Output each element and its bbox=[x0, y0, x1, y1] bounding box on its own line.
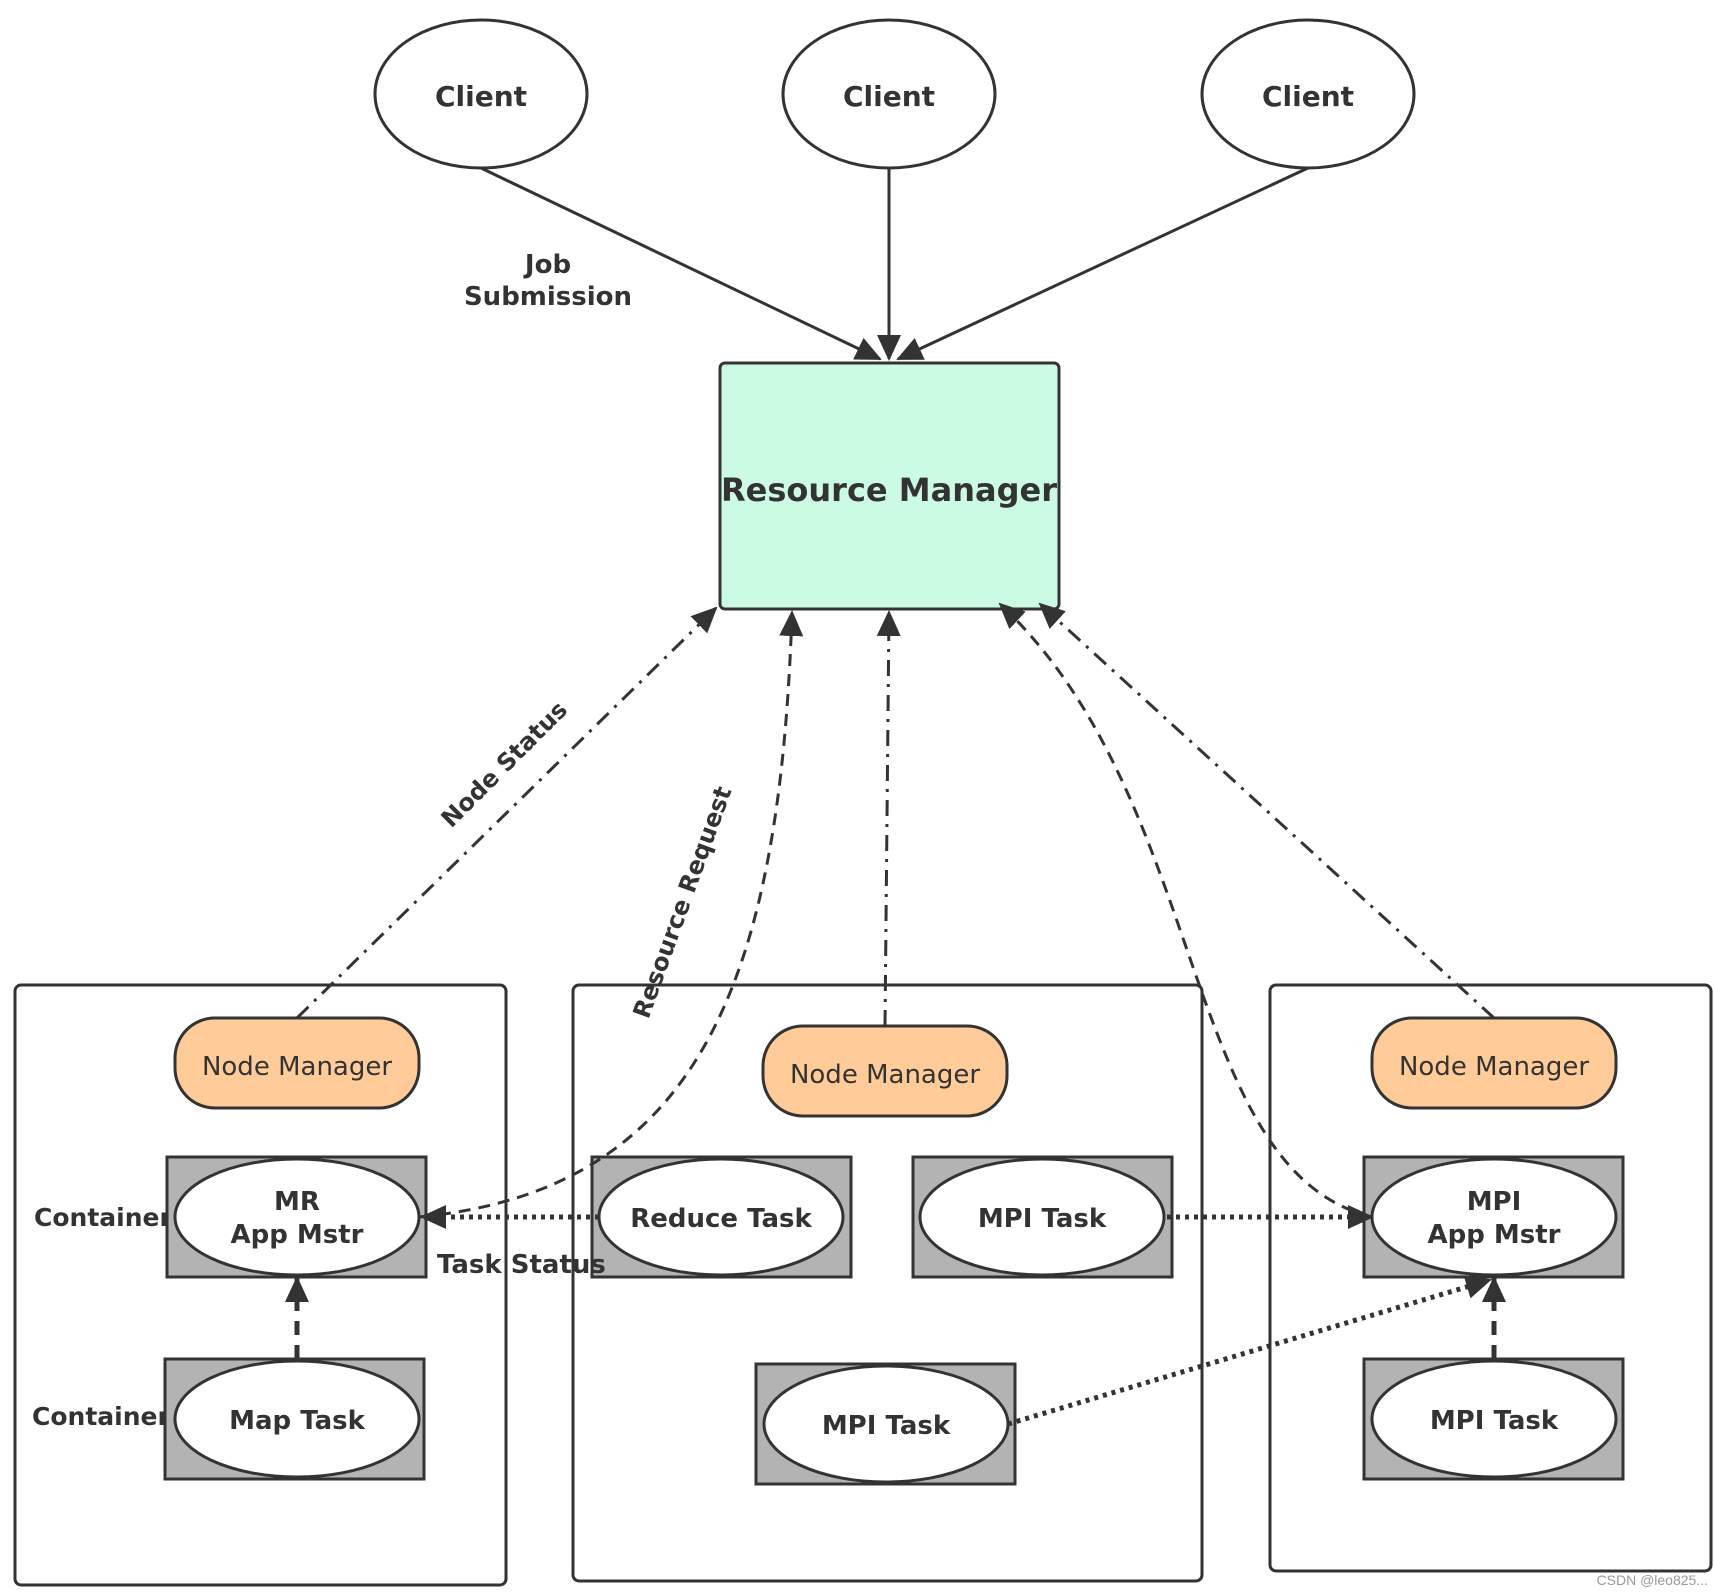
client-1: Client bbox=[373, 18, 589, 170]
mpi-task-1-label: MPI Task bbox=[978, 1204, 1107, 1234]
edge-resource-request bbox=[418, 610, 804, 1219]
client-2-label: Client bbox=[843, 80, 935, 113]
mpi-task-2-label: MPI Task bbox=[822, 1411, 951, 1441]
edge-client1-to-rm bbox=[480, 166, 882, 361]
client-3-label: Client bbox=[1262, 80, 1354, 113]
mr-app-master-container: MR App Mstr bbox=[165, 1155, 428, 1279]
reduce-task-label: Reduce Task bbox=[630, 1204, 812, 1234]
node-status-label: Node Status bbox=[436, 696, 573, 833]
mpi-task-container-2: MPI Task bbox=[754, 1362, 1017, 1486]
edge-node-status-left bbox=[295, 606, 718, 1020]
edge-client3-to-rm bbox=[896, 166, 1309, 361]
container-label-2: Container bbox=[32, 1402, 170, 1431]
mpi-task-container-right: MPI Task bbox=[1362, 1357, 1625, 1481]
container-label-1: Container bbox=[34, 1203, 172, 1232]
mpi-app-master-line1: MPI bbox=[1467, 1187, 1522, 1217]
resource-manager: Resource Manager bbox=[718, 361, 1061, 611]
mr-app-master-line2: App Mstr bbox=[231, 1220, 364, 1250]
edge-resource-request-mpi bbox=[998, 602, 1373, 1219]
edge-node-status-right bbox=[1038, 602, 1496, 1020]
node-manager-middle-label: Node Manager bbox=[790, 1060, 980, 1090]
reduce-task-container: Reduce Task bbox=[590, 1155, 853, 1279]
job-submission-label-line1: Job bbox=[523, 250, 571, 280]
mpi-task-right-label: MPI Task bbox=[1430, 1406, 1559, 1436]
client-2: Client bbox=[781, 18, 997, 170]
mpi-app-master-line2: App Mstr bbox=[1428, 1220, 1561, 1250]
node-manager-left-label: Node Manager bbox=[202, 1052, 392, 1082]
node-manager-right-label: Node Manager bbox=[1399, 1052, 1589, 1082]
client-3: Client bbox=[1200, 18, 1416, 170]
task-status-label: Task Status bbox=[437, 1250, 606, 1280]
node-manager-left: Node Manager bbox=[173, 1016, 421, 1110]
map-task-label: Map Task bbox=[229, 1406, 365, 1436]
resource-manager-label: Resource Manager bbox=[721, 471, 1057, 509]
edge-mpi-task2-to-mpi-app-master bbox=[1007, 1275, 1492, 1427]
mpi-app-master-container: MPI App Mstr bbox=[1362, 1155, 1625, 1279]
client-1-label: Client bbox=[435, 80, 527, 113]
mr-app-master-line1: MR bbox=[274, 1187, 320, 1217]
job-submission-label-line2: Submission bbox=[464, 282, 632, 312]
node-manager-middle: Node Manager bbox=[761, 1024, 1009, 1118]
node-manager-right: Node Manager bbox=[1370, 1016, 1618, 1110]
watermark: CSDN @leo825... bbox=[1596, 1572, 1708, 1588]
node-box-middle bbox=[571, 983, 1204, 1583]
edge-node-status-middle bbox=[876, 610, 901, 1027]
mpi-task-container-1: MPI Task bbox=[911, 1155, 1174, 1279]
map-task-container: Map Task bbox=[163, 1357, 426, 1481]
